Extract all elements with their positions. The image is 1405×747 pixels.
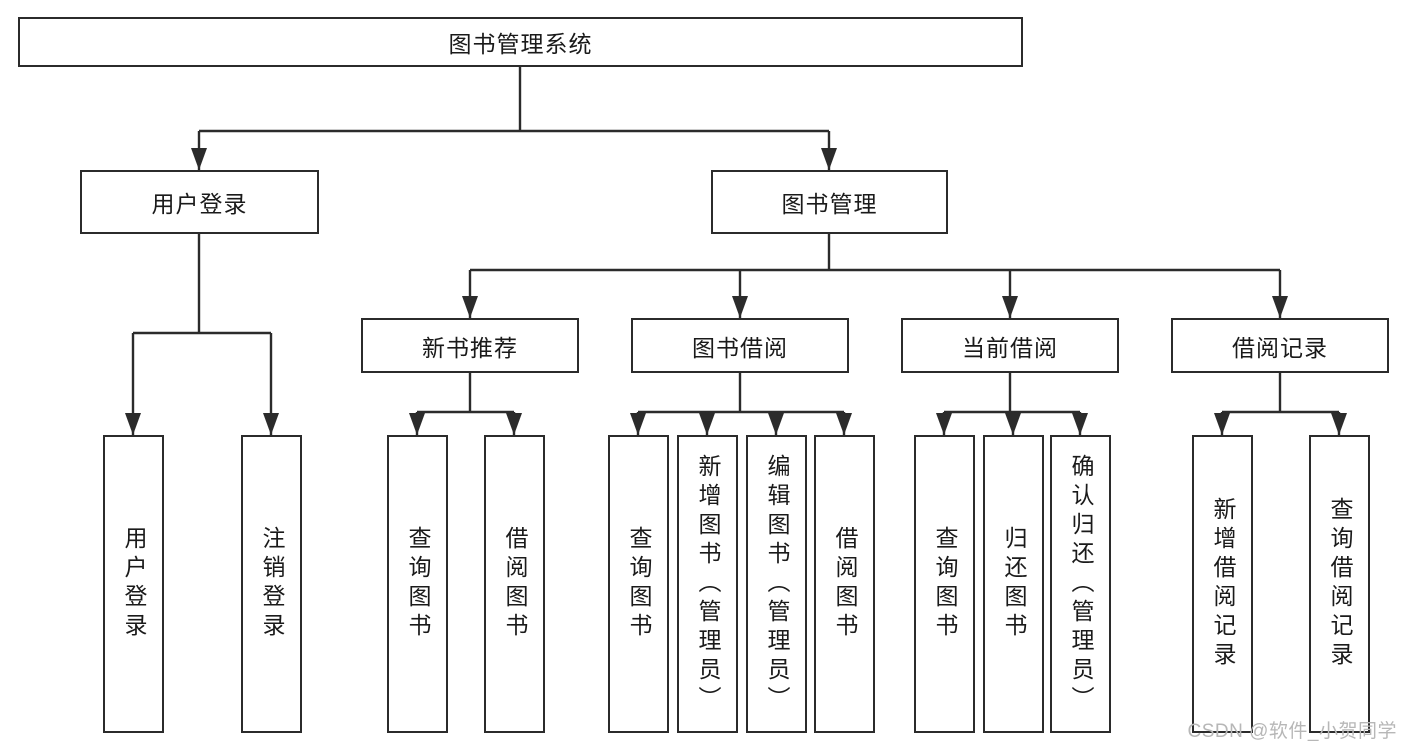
node-label: 确认归还（管理员） [1068,453,1094,715]
node-leaf-7[interactable]: 借阅图书 [814,435,875,733]
arrowhead-record_group-1 [1331,413,1347,435]
arrowhead-current_group-2 [1072,413,1088,435]
arrowhead-borrow_group-1 [699,413,715,435]
node-label: 新书推荐 [422,334,518,361]
node-label: 图书管理系统 [448,31,593,57]
node-leaf-1[interactable]: 注销登录 [241,435,302,733]
node-label: 新增图书（管理员） [695,453,721,715]
node-label: 借阅记录 [1232,334,1328,361]
arrowhead-record_group-0 [1214,413,1230,435]
node-label: 图书借阅 [692,334,788,361]
arrowhead-level2_book_to_level3-2 [1002,296,1018,318]
node-level2-1[interactable]: 图书管理 [711,170,948,234]
node-label: 图书管理 [781,191,878,217]
arrowhead-root_to_level2-1 [821,148,837,170]
node-label: 注销登录 [259,526,285,642]
arrowhead-level2_user_to_leaves-0 [125,413,141,435]
node-leaf-6[interactable]: 编辑图书（管理员） [746,435,807,733]
arrowhead-current_group-0 [936,413,952,435]
node-label: 归还图书 [1001,526,1027,642]
node-leaf-11[interactable]: 新增借阅记录 [1192,435,1253,733]
node-leaf-5[interactable]: 新增图书（管理员） [677,435,738,733]
node-label: 用户登录 [121,526,147,642]
node-leaf-10[interactable]: 确认归还（管理员） [1050,435,1111,733]
arrowhead-new_book_group-1 [506,413,522,435]
arrowhead-borrow_group-3 [836,413,852,435]
node-level3-1[interactable]: 图书借阅 [631,318,849,373]
node-level3-3[interactable]: 借阅记录 [1171,318,1389,373]
node-level2-0[interactable]: 用户登录 [80,170,319,234]
node-leaf-4[interactable]: 查询图书 [608,435,669,733]
node-leaf-12[interactable]: 查询借阅记录 [1309,435,1370,733]
arrowhead-borrow_group-0 [630,413,646,435]
node-label: 借阅图书 [502,526,528,642]
node-label: 编辑图书（管理员） [764,453,790,715]
node-leaf-3[interactable]: 借阅图书 [484,435,545,733]
watermark-text: CSDN @软件_小贺同学 [1187,721,1397,742]
arrowhead-level2_book_to_level3-3 [1272,296,1288,318]
node-label: 新增借阅记录 [1210,497,1236,671]
node-root-0[interactable]: 图书管理系统 [18,17,1023,67]
node-leaf-0[interactable]: 用户登录 [103,435,164,733]
node-leaf-2[interactable]: 查询图书 [387,435,448,733]
arrowhead-root_to_level2-0 [191,148,207,170]
node-label: 借阅图书 [832,526,858,642]
node-leaf-8[interactable]: 查询图书 [914,435,975,733]
arrowhead-new_book_group-0 [409,413,425,435]
arrowhead-level2_book_to_level3-0 [462,296,478,318]
node-label: 当前借阅 [962,334,1058,361]
arrowhead-current_group-1 [1005,413,1021,435]
node-leaf-9[interactable]: 归还图书 [983,435,1044,733]
arrowhead-borrow_group-2 [768,413,784,435]
node-level3-0[interactable]: 新书推荐 [361,318,579,373]
arrowhead-level2_user_to_leaves-1 [263,413,279,435]
node-level3-2[interactable]: 当前借阅 [901,318,1119,373]
node-label: 查询图书 [932,526,958,642]
arrowhead-level2_book_to_level3-1 [732,296,748,318]
node-label: 查询借阅记录 [1327,497,1353,671]
node-label: 用户登录 [151,191,248,217]
node-label: 查询图书 [405,526,431,642]
node-label: 查询图书 [626,526,652,642]
